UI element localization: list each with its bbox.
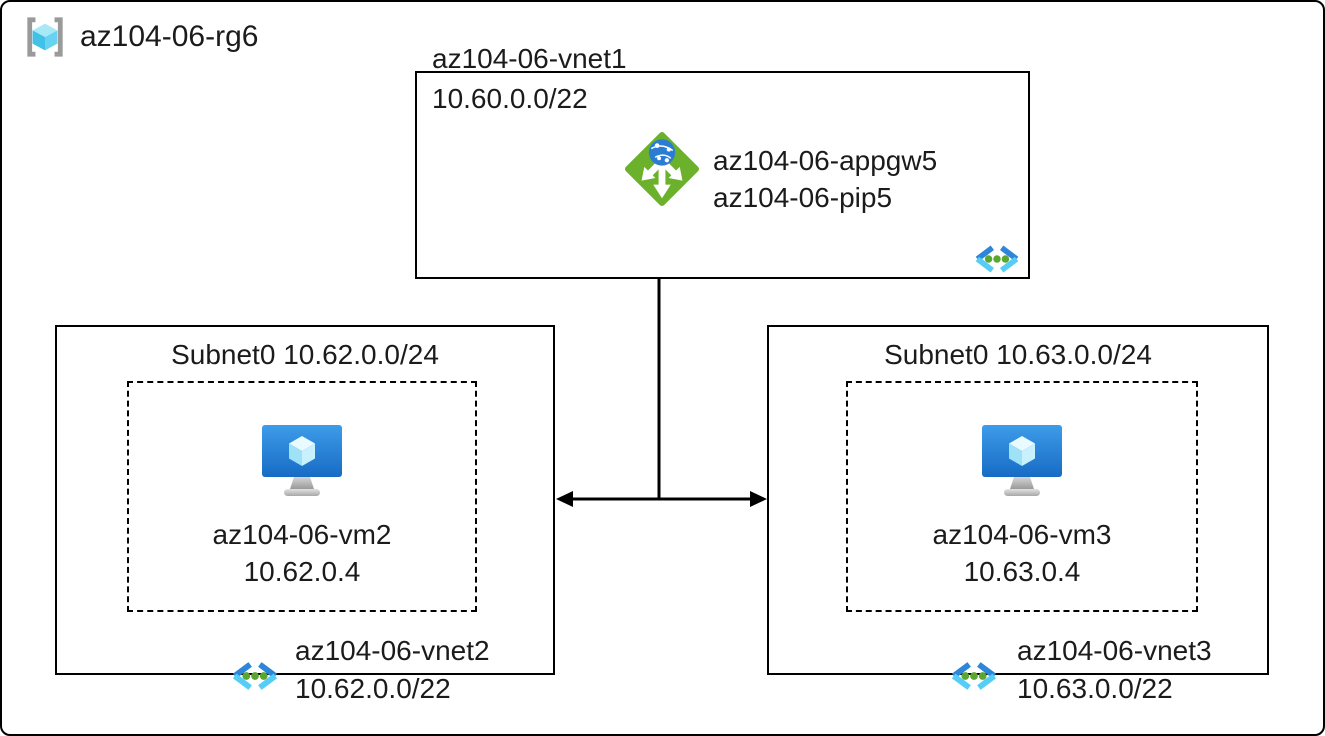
virtual-network-icon [232, 662, 278, 690]
vnet3-name-label: az104-06-vnet3 [1017, 635, 1212, 666]
application-gateway-icon [625, 132, 699, 206]
vm3-name-label: az104-06-vm3 [932, 519, 1112, 550]
appgw-name-label: az104-06-appgw5 [713, 145, 938, 176]
resource-group-label: az104-06-rg6 [80, 20, 259, 53]
subnet0-dashed-box-right: az104-06-vm3 10.63.0.4 [846, 381, 1198, 612]
subnet0-title-left: Subnet0 10.62.0.0/24 [171, 339, 439, 370]
virtual-machine-icon [982, 425, 1062, 496]
resource-group-header: az104-06-rg6 [22, 15, 258, 59]
vnet3-box: Subnet0 10.63.0.0/24 az104-06-vm3 10.63.… [767, 325, 1269, 704]
vm2-ip-label: 10.62.0.4 [243, 556, 361, 587]
vnet2-name-label: az104-06-vnet2 [295, 635, 490, 666]
virtual-network-icon [951, 662, 997, 690]
vnet2-box: Subnet0 10.62.0.0/24 [55, 325, 555, 704]
appgw-labels: az104-06-appgw5 az104-06-pip5 [713, 142, 937, 216]
vnet1-cidr: 10.60.0.0/22 [432, 83, 588, 114]
virtual-machine-icon [262, 425, 342, 496]
vm3-ip-label: 10.63.0.4 [963, 556, 1081, 587]
subnet0-dashed-box-left: az104-06-vm2 10.62.0.4 [127, 381, 477, 612]
vnet3-cidr-label: 10.63.0.0/22 [1017, 673, 1173, 704]
virtual-network-icon [975, 245, 1019, 273]
vnet2-cidr-label: 10.62.0.0/22 [295, 673, 451, 704]
subnet0-title-right: Subnet0 10.63.0.0/24 [884, 339, 1152, 370]
vm2-name-label: az104-06-vm2 [212, 519, 392, 550]
pip-name-label: az104-06-pip5 [713, 182, 893, 213]
resource-group-icon [27, 17, 63, 57]
vnet1-box: az104-06-vnet1 10.60.0.0/22 az104-06-app… [415, 43, 1030, 279]
vnet1-title: az104-06-vnet1 [432, 43, 627, 74]
